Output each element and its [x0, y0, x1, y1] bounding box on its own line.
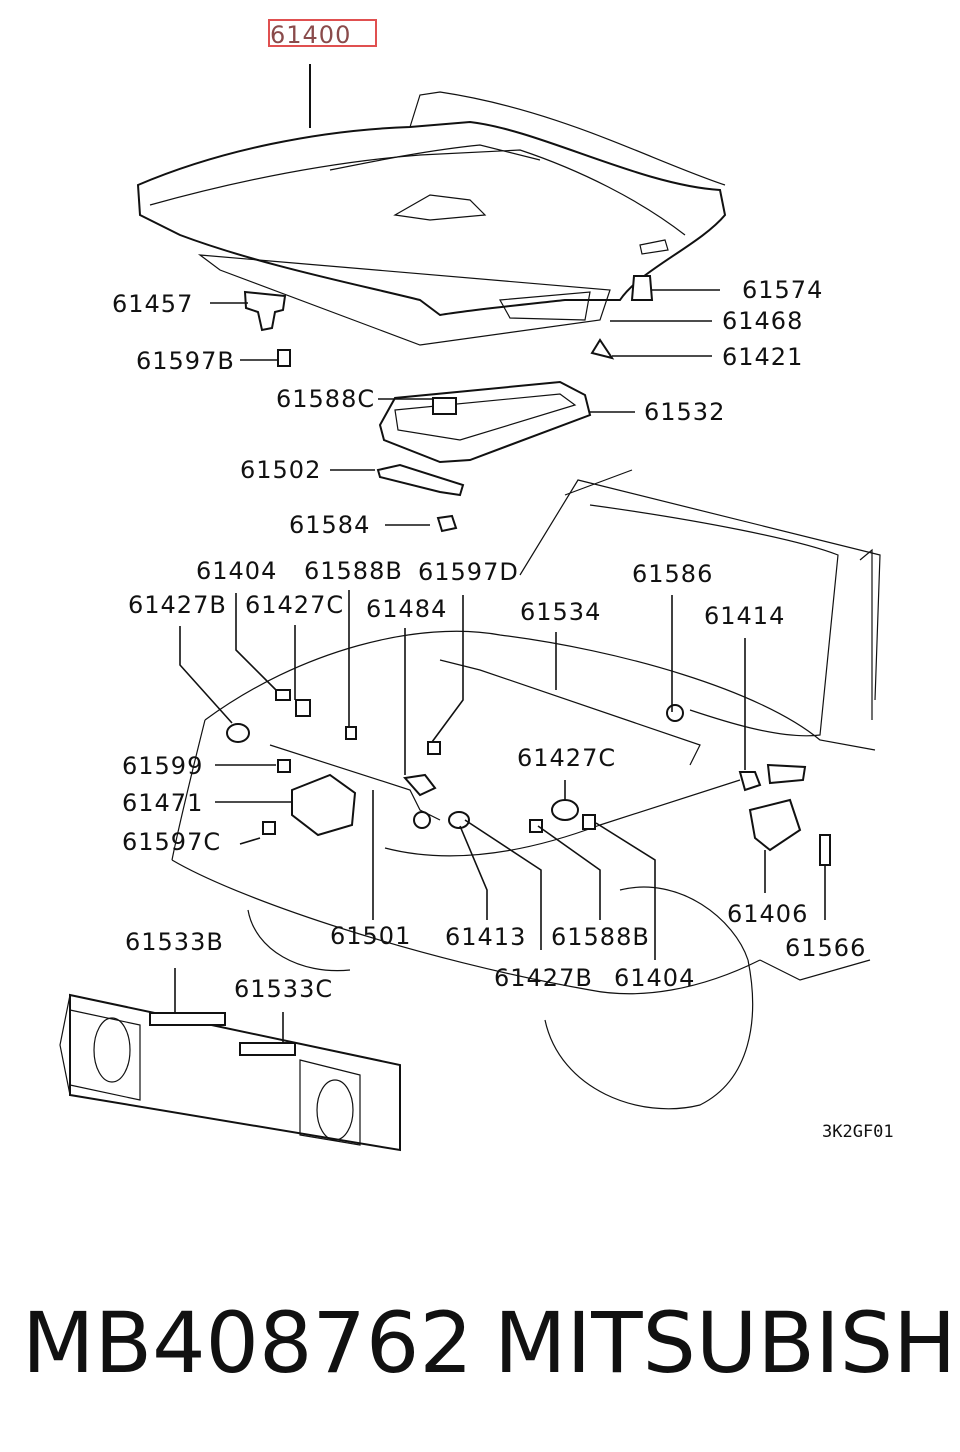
callout-61597C: 61597C — [122, 828, 221, 856]
callout-61421: 61421 — [722, 343, 803, 371]
callout-61502: 61502 — [240, 456, 321, 484]
callout-61427B: 61427B — [128, 591, 227, 619]
nut — [436, 514, 458, 533]
hood-insulator-frame — [378, 380, 592, 464]
callout-61414: 61414 — [704, 602, 785, 630]
hood-hinge-hardware — [243, 275, 654, 367]
callout-61533B: 61533B — [125, 928, 224, 956]
leader-lines — [174, 289, 826, 1043]
callout-61588C: 61588C — [276, 385, 375, 413]
callout-61501: 61501 — [330, 922, 411, 950]
callout-61457: 61457 — [112, 290, 193, 318]
callout-61400: 61400 — [270, 21, 351, 49]
footer: MB408762 MITSUBISHI — [0, 1288, 960, 1398]
callout-61534: 61534 — [520, 598, 601, 626]
brand-name: MITSUBISHI — [494, 1294, 960, 1392]
callout-61566: 61566 — [785, 934, 866, 962]
vehicle-body — [171, 469, 881, 1110]
highlight-box — [268, 19, 377, 47]
callout-61404: 61404 — [196, 557, 277, 585]
callout-61574: 61574 — [742, 276, 823, 304]
callout-61427C: 61427C — [245, 591, 344, 619]
hood-stay-plate — [376, 463, 465, 497]
latch-and-cable-parts — [226, 659, 831, 866]
callout-labels: 61400 61574 61457 61468 61597B 61421 615… — [112, 21, 866, 1003]
callout-61532: 61532 — [644, 398, 725, 426]
callout-61584: 61584 — [289, 511, 370, 539]
callout-61588B-lower: 61588B — [551, 923, 650, 951]
callout-61406: 61406 — [727, 900, 808, 928]
callout-61471: 61471 — [122, 789, 203, 817]
callout-61597D: 61597D — [418, 558, 519, 586]
part-number: MB408762 — [22, 1294, 473, 1392]
front-grille — [59, 993, 401, 1152]
callout-61468: 61468 — [722, 307, 803, 335]
callout-61599: 61599 — [122, 752, 203, 780]
callout-61484: 61484 — [366, 595, 447, 623]
callout-61413: 61413 — [445, 923, 526, 951]
callout-61404-lower: 61404 — [614, 964, 695, 992]
figure-code: 3K2GF01 — [822, 1122, 894, 1142]
callout-61586: 61586 — [632, 560, 713, 588]
hood-panel — [136, 91, 727, 346]
callout-61597B: 61597B — [136, 347, 235, 375]
callout-61427C-lower: 61427C — [517, 744, 616, 772]
callout-61533C: 61533C — [234, 975, 333, 1003]
parts-diagram: 61400 61574 61457 61468 61597B 61421 615… — [59, 19, 894, 1152]
callout-61588B: 61588B — [304, 557, 403, 585]
callout-61427B-lower: 61427B — [494, 964, 593, 992]
